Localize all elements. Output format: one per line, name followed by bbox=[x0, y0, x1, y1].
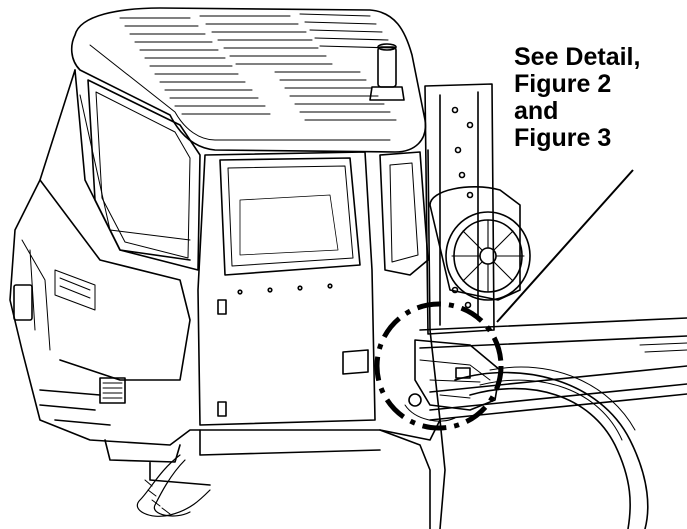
wiring-harness bbox=[136, 454, 211, 517]
callout-line-1: See Detail, bbox=[514, 43, 641, 71]
air-cleaner bbox=[429, 186, 531, 301]
rear-fender bbox=[454, 366, 649, 529]
roof-vents bbox=[119, 13, 397, 121]
cab-door bbox=[197, 151, 376, 426]
frame-rails bbox=[419, 317, 687, 421]
cab-rear-pillar bbox=[379, 151, 429, 276]
lower-chassis bbox=[39, 389, 446, 529]
detail-indicator-circle bbox=[374, 301, 504, 431]
callout-line-2: Figure 2 bbox=[514, 70, 612, 98]
cab-roof bbox=[70, 7, 427, 153]
detail-callout: See Detail, Figure 2 and Figure 3 bbox=[514, 44, 684, 152]
exhaust-stack bbox=[369, 43, 405, 101]
detail-hardware bbox=[404, 339, 501, 422]
callout-leader-line bbox=[496, 169, 634, 323]
windshield bbox=[87, 79, 201, 271]
callout-line-3: and bbox=[514, 97, 559, 125]
callout-line-4: Figure 3 bbox=[514, 124, 612, 152]
